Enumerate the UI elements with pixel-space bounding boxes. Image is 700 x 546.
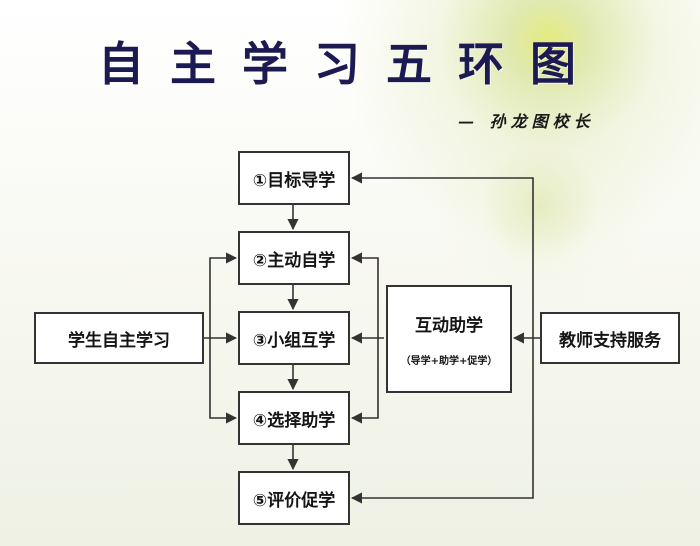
- node-step-1: ①目标导学: [238, 151, 350, 205]
- node-label: ④选择助学: [252, 410, 336, 431]
- arrow-left-step4: [209, 338, 238, 424]
- arrow-left-step2: [209, 252, 238, 338]
- node-label: 学生自主学习: [68, 330, 170, 351]
- arrow-hub-step2: [350, 252, 379, 338]
- node-student-self-study: 学生自主学习: [34, 312, 204, 364]
- arrow-right-step5: [350, 338, 534, 504]
- node-interactive-assist: 互动助学 （导学+助学+促学）: [386, 285, 512, 393]
- page-title: 自主学习五环图: [98, 37, 602, 91]
- node-label: ②主动自学: [252, 250, 336, 271]
- node-step-3: ③小组互学: [238, 311, 350, 365]
- node-label: 教师支持服务: [559, 330, 661, 351]
- arrow-hub-step4: [350, 338, 379, 424]
- node-step-2: ②主动自学: [238, 231, 350, 285]
- author-attribution: — 孙龙图校长: [458, 112, 595, 131]
- node-label: ①目标导学: [252, 170, 336, 191]
- arrow-right-step1: [350, 172, 534, 338]
- node-label: 互动助学: [415, 316, 483, 336]
- node-label: ⑤评价促学: [252, 490, 336, 511]
- node-sublabel: （导学+助学+促学）: [400, 356, 498, 367]
- node-step-5: ⑤评价促学: [238, 471, 350, 525]
- node-step-4: ④选择助学: [238, 391, 350, 445]
- node-label: ③小组互学: [252, 330, 336, 351]
- node-teacher-support: 教师支持服务: [540, 312, 680, 364]
